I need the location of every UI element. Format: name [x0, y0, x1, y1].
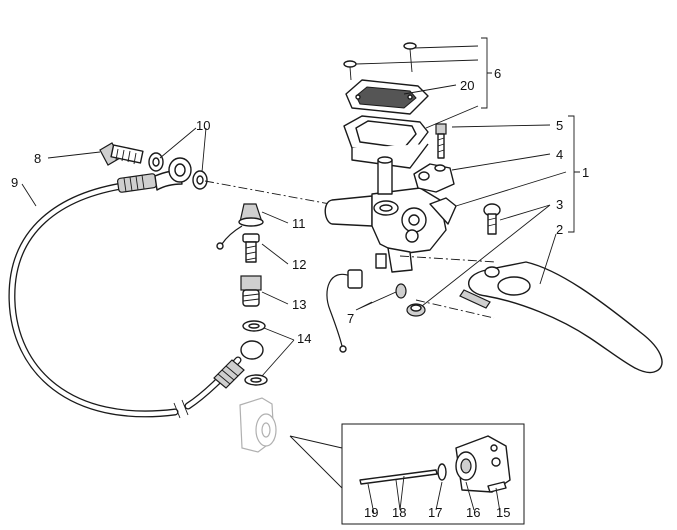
handlebar-clamp — [413, 163, 455, 193]
callout-16: 16 — [466, 505, 480, 520]
callout-4: 4 — [556, 147, 563, 162]
callout-3: 3 — [556, 197, 563, 212]
callout-2: 2 — [556, 222, 563, 237]
push-rod — [359, 469, 438, 485]
brake-light-switch — [326, 253, 407, 353]
cover-screw-2 — [403, 42, 417, 73]
lever-pivot-nut — [406, 303, 426, 317]
callout-15: 15 — [496, 505, 510, 520]
piston-assembly — [455, 435, 511, 493]
lever-pivot-bolt — [483, 203, 501, 235]
sealing-washer-2 — [192, 170, 208, 190]
sealing-washer-1 — [148, 152, 164, 172]
callout-7: 7 — [347, 311, 354, 326]
reservoir-column — [377, 156, 393, 195]
callout-14: 14 — [297, 331, 311, 346]
callout-19: 19 — [364, 505, 378, 520]
clamp-bolt — [435, 123, 447, 159]
bleed-valve — [242, 233, 260, 263]
caliper-outline — [239, 397, 277, 453]
callout-8: 8 — [34, 151, 41, 166]
callout-labels: 1 2 3 4 5 6 7 8 9 10 11 12 13 14 15 16 1… — [11, 66, 589, 520]
cover-screw-1 — [343, 60, 357, 81]
circlip — [437, 463, 447, 481]
callout-5: 5 — [556, 118, 563, 133]
callout-18: 18 — [392, 505, 406, 520]
callout-9: 9 — [11, 175, 18, 190]
washer-14a — [242, 320, 266, 332]
assembly-axis-hose — [204, 180, 331, 205]
inset-screw — [487, 481, 507, 493]
callout-11: 11 — [292, 216, 306, 231]
hose-fitting-lower — [213, 340, 264, 389]
assembly-axis-lever — [399, 255, 497, 319]
union-fitting — [240, 275, 262, 307]
washer-14b — [244, 374, 268, 386]
callout-17: 17 — [428, 505, 442, 520]
reservoir-diaphragm — [343, 115, 429, 169]
master-cylinder-body — [324, 187, 457, 273]
bleed-cap — [216, 203, 264, 250]
brake-lever — [459, 261, 663, 374]
callout-13: 13 — [292, 297, 306, 312]
detail-inset — [289, 423, 525, 525]
reservoir-cover — [345, 79, 429, 115]
leader-lines — [21, 45, 567, 377]
callout-12: 12 — [292, 257, 306, 272]
group-bracket-6 — [481, 37, 492, 109]
group-bracket-1 — [568, 115, 580, 233]
brake-hose — [8, 181, 242, 419]
callout-6: 6 — [494, 66, 501, 81]
callout-20: 20 — [460, 78, 474, 93]
callout-1: 1 — [582, 165, 589, 180]
banjo-bolt — [99, 142, 144, 166]
banjo-union — [168, 157, 192, 183]
callout-10: 10 — [196, 118, 210, 133]
